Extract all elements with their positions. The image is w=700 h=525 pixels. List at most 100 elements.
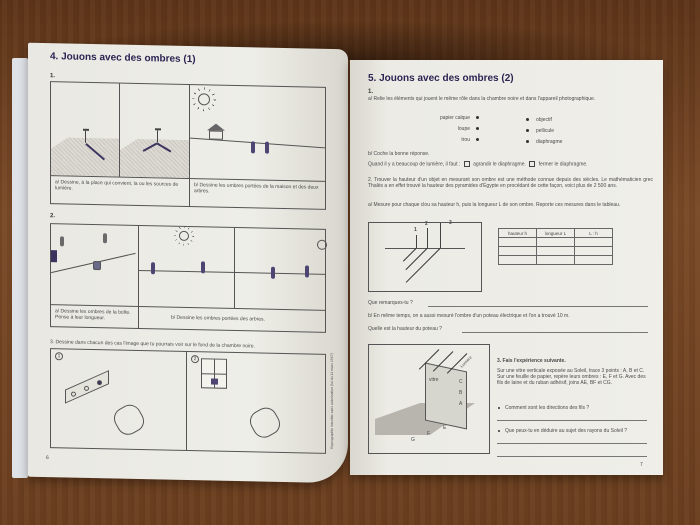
exercise-1-question-b: Quand il y a beaucoup de lumière, il fau…	[368, 161, 658, 167]
flower-pot-icon	[211, 378, 218, 385]
table-header: hauteur h	[498, 228, 537, 238]
camera-obscura-cylinder	[245, 403, 285, 442]
nail-icon	[85, 130, 86, 143]
answer-line[interactable]	[497, 420, 647, 421]
match-left-item: papier calque	[439, 115, 470, 121]
right-page-title: 5. Jouons avec des ombres (2)	[368, 73, 514, 84]
hole-icon	[97, 380, 102, 386]
hole-icon	[71, 391, 76, 397]
match-dot[interactable]	[476, 116, 479, 119]
nail-label: 1	[414, 227, 417, 233]
match-dot[interactable]	[526, 129, 529, 132]
sun-rays-icon	[174, 225, 194, 247]
point-label: G	[411, 437, 415, 443]
hole-icon	[84, 385, 89, 391]
left-page-number: 6	[46, 455, 49, 462]
sun-rays-icon	[192, 87, 216, 112]
table-cell[interactable]	[536, 237, 575, 247]
exercise-1-frame: a/ Dessine, à la place qui convient, la …	[50, 81, 326, 210]
table-cell[interactable]	[574, 246, 613, 256]
tree-icon	[265, 141, 269, 154]
table-cell[interactable]	[574, 255, 613, 265]
option-1-checkbox[interactable]	[463, 161, 470, 167]
question-remark: Que remarques-tu ?	[368, 300, 413, 306]
match-dot[interactable]	[526, 140, 529, 143]
answer-line[interactable]	[428, 306, 648, 307]
table-row	[498, 246, 613, 256]
hand-icon	[51, 250, 57, 263]
match-dot[interactable]	[526, 118, 529, 121]
exercise-2-caption-b: b/ Dessine les ombres portées des arbres…	[171, 314, 265, 323]
table-cell[interactable]	[498, 246, 537, 256]
exercise-3-question-2: Que peux-tu en déduire au sujet des rayo…	[505, 428, 628, 434]
option-1-label: agrandir le diaphragme.	[473, 161, 526, 168]
exercise-3-frame: 1 2	[50, 348, 326, 454]
table-row	[498, 255, 613, 265]
tree-icon	[201, 261, 205, 274]
nail-icon	[427, 228, 428, 248]
point-label: C	[459, 379, 463, 385]
nail-icon	[440, 223, 441, 248]
table-cell[interactable]	[536, 255, 575, 265]
answer-line[interactable]	[497, 456, 647, 457]
nail-icon	[157, 130, 158, 143]
glass-label: vitre	[429, 377, 439, 383]
question-height: Quelle est la hauteur du poteau ?	[368, 326, 442, 332]
exercise-1-caption-b: b/ Dessine les ombres portées de la mais…	[194, 182, 319, 195]
match-left-item: loupe	[457, 126, 470, 132]
answer-line[interactable]	[497, 443, 647, 444]
match-left-item: trou	[461, 137, 470, 143]
answer-line[interactable]	[462, 332, 648, 333]
nail-shadow	[405, 248, 428, 271]
table-cell[interactable]	[498, 237, 537, 247]
table-cell[interactable]	[574, 237, 613, 247]
tree-icon	[151, 262, 155, 275]
exercise-3-title: 3. Fais l'expérience suivante.	[497, 358, 566, 364]
exercise-3-text: Sur une vitre verticale exposée au Solei…	[497, 368, 646, 386]
match-dot[interactable]	[476, 138, 479, 141]
nail-icon	[83, 128, 89, 131]
table-cell[interactable]	[498, 255, 537, 265]
exercise-2-instruction-a: a/ Mesure pour chaque clou sa hauteur h,…	[368, 202, 621, 208]
match-right-item: objectif	[536, 117, 552, 123]
nails-diagram: 1 2 3	[368, 220, 482, 292]
exercise-1-instruction-a: a/ Relie les éléments qui jouent le même…	[368, 96, 596, 102]
match-dot[interactable]	[476, 127, 479, 130]
nail-label: 2	[425, 221, 428, 227]
sun-icon	[317, 239, 327, 250]
right-page-number: 7	[640, 462, 643, 468]
left-page-title: 4. Jouons avec des ombres (1)	[50, 51, 196, 66]
tree-icon	[251, 141, 255, 154]
exercise-2-caption-a: a/ Dessine les ombres de la boîte. Pense…	[55, 308, 131, 322]
right-page: 5. Jouons avec des ombres (2) 1. a/ Reli…	[350, 60, 663, 475]
box-icon	[93, 261, 101, 271]
exercise-1-caption-a: a/ Dessine, à la place qui convient, la …	[55, 179, 179, 192]
left-page-edge	[12, 58, 28, 478]
table-header: longueur L	[536, 228, 575, 238]
point-label: E	[443, 425, 447, 431]
case-1-badge: 1	[55, 352, 63, 361]
question-text: Quand il y a beaucoup de lumière, il fau…	[368, 161, 461, 168]
table-row	[498, 237, 613, 247]
point-label: A	[459, 401, 463, 407]
point-label: B	[459, 390, 463, 396]
table-cell[interactable]	[536, 246, 575, 256]
nail-label: 3	[449, 220, 452, 226]
exercise-1-number: 1.	[368, 89, 374, 95]
exercise-2-frame: a/ Dessine les ombres de la boîte. Pense…	[50, 223, 327, 333]
exercise-2-intro: 2. Trouver la hauteur d'un objet en mesu…	[368, 177, 653, 189]
exercise-2-instruction-b: b/ En même temps, on a aussi mesuré l'om…	[368, 313, 570, 319]
measurement-table: hauteur h longueur L L : h	[498, 228, 613, 265]
camera-obscura-cylinder	[109, 400, 149, 439]
exercise-1-instruction-b: b/ Coche la bonne réponse.	[368, 151, 430, 157]
table-header: L : h	[574, 228, 613, 238]
bullet-icon	[498, 407, 500, 409]
match-right-item: diaphragme	[536, 139, 563, 145]
house-icon	[209, 130, 223, 140]
exercise-2-number: 2.	[50, 213, 56, 220]
exercise-3-question-1: Comment sont les directions des fils ?	[505, 405, 590, 411]
candle-icon	[103, 233, 107, 244]
option-2-checkbox[interactable]	[529, 161, 536, 167]
match-right-item: pellicule	[536, 128, 555, 134]
copyright-note: Reprographie interdite sans autorisation…	[330, 353, 334, 450]
